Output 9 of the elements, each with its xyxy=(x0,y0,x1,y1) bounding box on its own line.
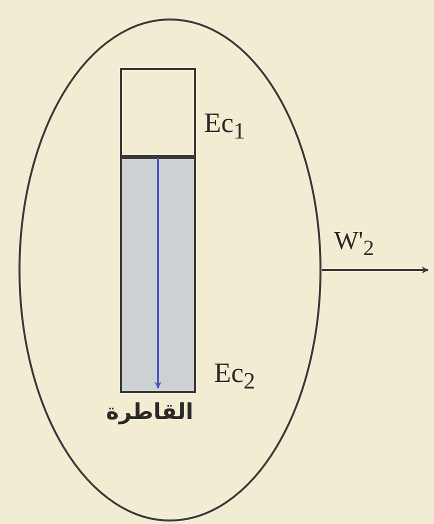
edge-label: W'$_{2}$ xyxy=(334,226,374,262)
arrow xyxy=(154,158,162,389)
system-label: القاطرة xyxy=(106,400,194,425)
energy-box xyxy=(120,157,196,393)
energy-box xyxy=(120,68,196,157)
system-ellipse xyxy=(18,18,322,522)
energy-label: Ec$_{2}$ xyxy=(214,358,256,396)
arrow xyxy=(322,266,429,274)
energy-label: Ec$_{1}$ xyxy=(204,108,246,146)
